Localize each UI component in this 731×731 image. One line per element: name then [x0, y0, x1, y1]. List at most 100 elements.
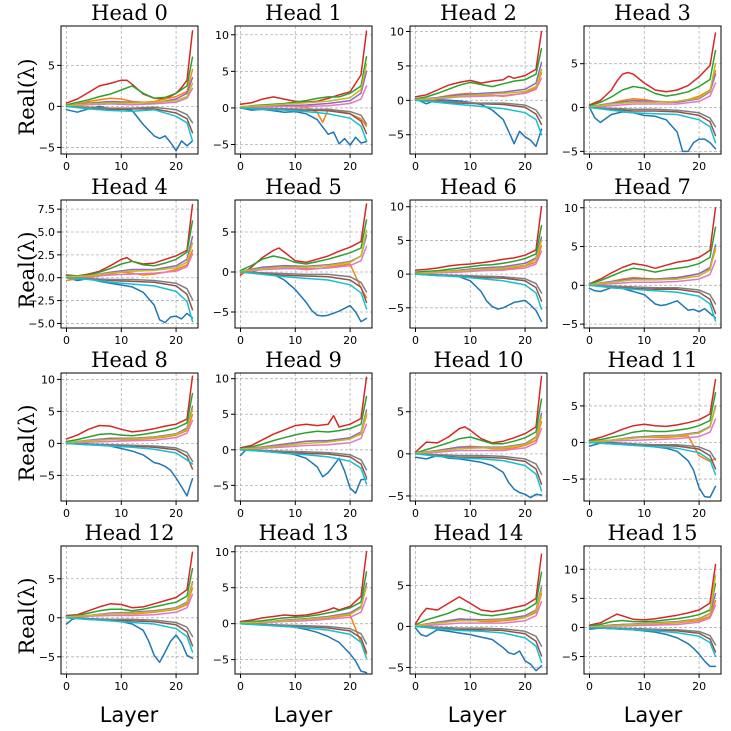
series-line-8: [239, 229, 368, 272]
x-tick-label: 20: [169, 680, 183, 693]
x-tick-label: 20: [518, 160, 532, 173]
series-group: [588, 563, 717, 668]
y-tick-label: −5.0: [28, 317, 55, 330]
series-line-1: [65, 551, 194, 617]
series-line-2: [414, 398, 543, 454]
x-tick-label: 0: [412, 507, 419, 520]
series-line-2: [65, 567, 194, 617]
series-line-6: [65, 419, 194, 445]
y-tick-label: 0: [48, 612, 55, 625]
series-line-1: [588, 378, 717, 442]
series-line-2: [588, 49, 717, 107]
x-tick-label: 0: [63, 334, 70, 347]
series-line-4: [239, 409, 368, 450]
x-tick-label: 20: [343, 680, 357, 693]
plot-frame: [234, 545, 373, 675]
series-line-1: [239, 203, 368, 276]
x-tick-label: 0: [237, 680, 244, 693]
y-tick-label: 10: [564, 202, 578, 215]
series-line-6: [414, 250, 543, 275]
x-tick-label: 10: [288, 507, 302, 520]
plot-frame: [583, 25, 722, 155]
series-line-1: [414, 375, 543, 453]
series-line-7: [588, 106, 717, 128]
x-tick-label: 0: [63, 680, 70, 693]
y-tick-label: 5.0: [38, 226, 56, 239]
y-tick-label: 0: [397, 620, 404, 633]
x-tick-label: 0: [237, 160, 244, 173]
series-line-2: [588, 391, 717, 442]
series-line-8: [239, 585, 368, 624]
x-tick-label: 20: [692, 160, 706, 173]
plot-frame: [409, 545, 548, 675]
series-line-9: [65, 442, 194, 465]
subplot-title: Head 2: [440, 1, 517, 25]
y-tick-label: 10: [41, 373, 55, 386]
series-group: [65, 551, 194, 664]
series-line-7: [239, 622, 368, 645]
y-tick-label: 10: [215, 373, 229, 386]
series-line-7: [588, 284, 717, 305]
x-tick-label: 20: [692, 680, 706, 693]
series-line-9: [239, 449, 368, 485]
subplot-title: Head 1: [265, 1, 342, 25]
series-line-7: [414, 99, 543, 119]
x-tick-label: 10: [637, 160, 651, 173]
x-tick-label: 10: [463, 334, 477, 347]
series-line-7: [414, 273, 543, 294]
y-axis-label-row-0: Real(λ): [15, 58, 39, 135]
y-tick-label: 10: [215, 29, 229, 42]
series-line-7: [239, 271, 368, 293]
x-axis-label-col-2: Layer: [448, 703, 507, 727]
series-line-6: [65, 87, 194, 108]
series-line-8: [65, 82, 194, 107]
y-tick-label: −5: [213, 479, 229, 492]
plot-frame: [60, 372, 199, 502]
series-line-8: [414, 68, 543, 101]
y-tick-label: 5: [222, 226, 229, 239]
series-group: [414, 553, 543, 672]
series-line-7: [65, 617, 194, 638]
series-line-1: [414, 205, 543, 271]
series-line-9: [588, 441, 717, 476]
x-tick-label: 0: [237, 507, 244, 520]
plot-frame: [409, 372, 548, 502]
series-line-2: [65, 392, 194, 443]
series-group: [65, 30, 194, 152]
y-tick-label: 5: [397, 234, 404, 247]
series-group: [414, 205, 543, 323]
series-line-9: [65, 105, 194, 142]
series-group: [414, 375, 543, 499]
series-line-2: [65, 56, 194, 106]
x-tick-label: 10: [463, 507, 477, 520]
subplot-title: Head 6: [440, 175, 517, 199]
series-line-6: [588, 418, 717, 444]
series-line-1: [588, 32, 717, 106]
series-line-9: [588, 284, 717, 322]
series-line-0: [414, 627, 543, 672]
y-tick-label: 0: [397, 94, 404, 107]
series-line-1: [239, 376, 368, 449]
series-line-1: [239, 551, 368, 623]
series-line-2: [588, 583, 717, 628]
x-tick-label: 0: [63, 507, 70, 520]
x-tick-label: 10: [637, 334, 651, 347]
series-line-9: [239, 107, 368, 142]
subplot-title: Head 10: [433, 348, 523, 372]
y-tick-label: 10: [215, 546, 229, 559]
series-line-6: [588, 259, 717, 287]
y-tick-label: 5: [222, 582, 229, 595]
y-tick-label: −5: [562, 145, 578, 158]
series-line-1: [65, 30, 194, 104]
series-line-2: [239, 395, 368, 450]
y-tick-label: −5: [39, 141, 55, 154]
